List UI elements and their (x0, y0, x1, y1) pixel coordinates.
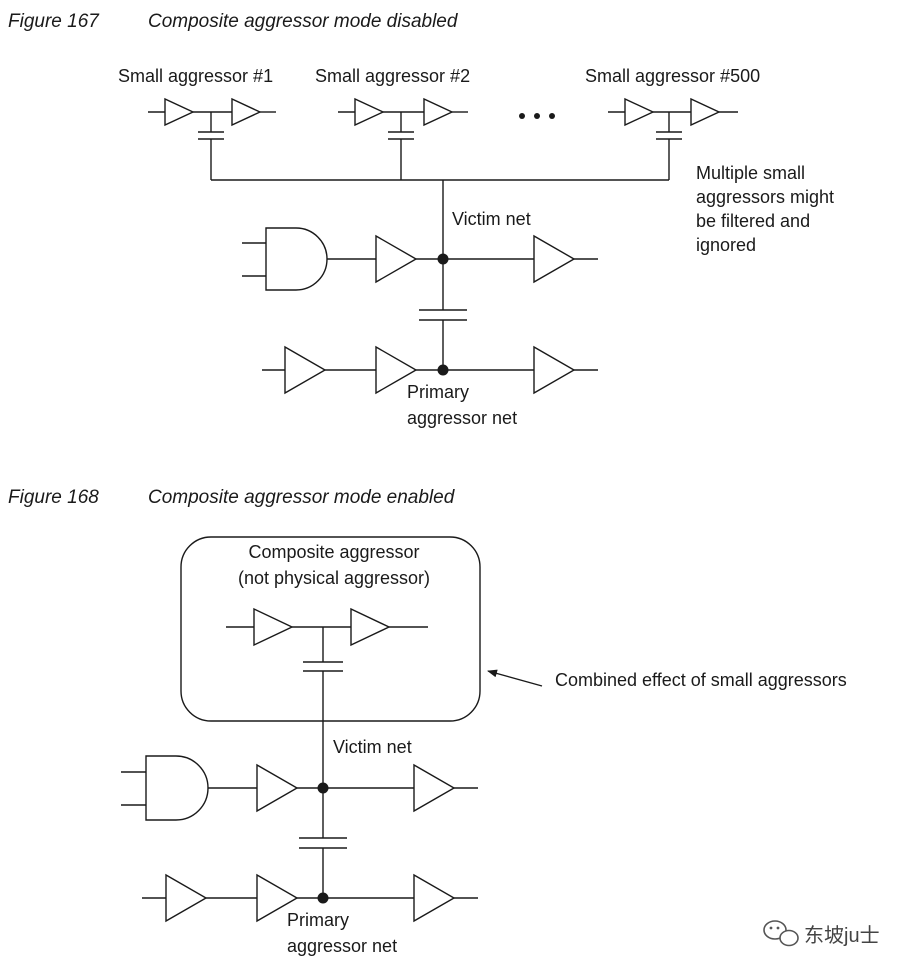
composite-aggressor-box (180, 536, 481, 722)
svg-text:ignored: ignored (696, 235, 756, 255)
victim-receiver-buffer-icon (533, 234, 576, 284)
ellipsis-dots (519, 113, 555, 119)
victim-net-168 (121, 755, 478, 821)
primary-aggressor-label-2: aggressor net (407, 408, 517, 428)
primary-aggressor-label-168-2: aggressor net (287, 936, 397, 956)
figure-167-title: Composite aggressor mode disabled (148, 11, 459, 32)
svg-text:be filtered and: be filtered and (696, 211, 810, 231)
watermark-text: 东坡ju士 (804, 924, 880, 947)
primary-aggressor-label-1: Primary (407, 382, 469, 402)
coupling-capacitor-168 (299, 788, 347, 898)
combined-effect-label: Combined effect of small aggressors (555, 670, 847, 690)
and-gate-icon (265, 227, 328, 291)
figure-167: Figure 167 Composite aggressor mode disa… (8, 11, 834, 428)
svg-text:aggressors might: aggressors might (696, 187, 834, 207)
small-aggressor-2-label: Small aggressor #2 (315, 66, 470, 86)
figure-168-number: Figure 168 (8, 487, 99, 508)
chat-bubbles-icon (763, 920, 799, 947)
combined-effect-arrow (487, 669, 543, 687)
composite-aggressor-sublabel: (not physical aggressor) (238, 568, 430, 588)
filtered-note: Multiple small aggressors might be filte… (696, 163, 834, 255)
figure-168: Figure 168 Composite aggressor mode enab… (8, 487, 847, 956)
small-aggressor-1 (148, 97, 276, 180)
small-aggressor-500 (608, 97, 738, 180)
composite-aggressor-label: Composite aggressor (248, 542, 419, 562)
figure-167-number: Figure 167 (8, 11, 100, 32)
victim-net-label-168: Victim net (333, 737, 412, 757)
watermark: 东坡ju士 (763, 920, 880, 947)
composite-aggressor-net (226, 607, 428, 788)
victim-net (242, 227, 598, 291)
figure-168-title: Composite aggressor mode enabled (148, 487, 456, 508)
small-aggressor-500-label: Small aggressor #500 (585, 66, 760, 86)
primary-aggressor-net-168 (142, 873, 478, 923)
small-aggressor-2 (338, 97, 468, 180)
victim-net-label: Victim net (452, 209, 531, 229)
and-gate-icon-168 (145, 755, 209, 821)
primary-aggressor-net (262, 345, 598, 395)
victim-driver-buffer-icon (375, 234, 418, 284)
small-aggressor-1-label: Small aggressor #1 (118, 66, 273, 86)
coupling-capacitor (419, 259, 467, 370)
primary-aggressor-label-168-1: Primary (287, 910, 349, 930)
svg-text:Multiple small: Multiple small (696, 163, 805, 183)
